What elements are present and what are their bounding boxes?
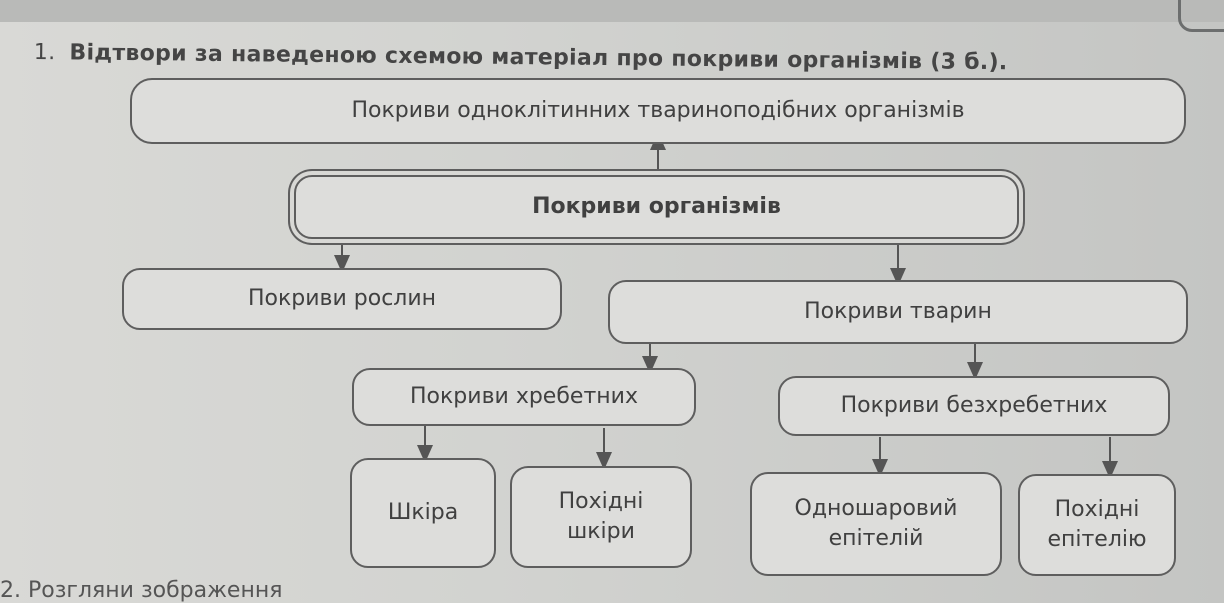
page-top-edge xyxy=(0,0,1224,22)
corner-frame xyxy=(1178,0,1224,32)
box-single-layer-epithelium: Одношаровий епітелій xyxy=(750,472,1002,576)
box-unicellular-coverings: Покриви одноклітинних твариноподібних ор… xyxy=(130,78,1186,144)
box-organism-label: Покриви організмів xyxy=(532,194,781,220)
box-skin-derivatives-label: Похідні шкіри xyxy=(558,489,644,544)
box-organism-coverings: Покриви організмів xyxy=(294,175,1019,239)
box-animal-label: Покриви тварин xyxy=(804,299,992,325)
box-epithelium-derivatives-label: Похідні епітелію xyxy=(1047,497,1147,552)
next-task-text: 2. Розгляни зображення xyxy=(0,578,283,603)
box-epithelium-derivatives: Похідні епітелію xyxy=(1018,474,1176,576)
box-invertebrate-coverings: Покриви безхребетних xyxy=(778,376,1170,436)
box-skin-derivatives: Похідні шкіри xyxy=(510,466,692,568)
box-skin-label: Шкіра xyxy=(387,500,459,526)
box-plant-coverings: Покриви рослин xyxy=(122,268,562,330)
box-vertebrate-label: Покриви хребетних xyxy=(410,384,638,410)
box-unicellular-label: Покриви одноклітинних твариноподібних ор… xyxy=(351,98,965,124)
box-animal-coverings: Покриви тварин xyxy=(608,280,1188,344)
box-invertebrate-label: Покриви безхребетних xyxy=(840,393,1108,419)
box-vertebrate-coverings: Покриви хребетних xyxy=(352,368,696,426)
box-skin: Шкіра xyxy=(350,458,496,568)
box-single-layer-epithelium-label: Одношаровий епітелій xyxy=(794,496,958,551)
box-plant-label: Покриви рослин xyxy=(247,286,437,312)
